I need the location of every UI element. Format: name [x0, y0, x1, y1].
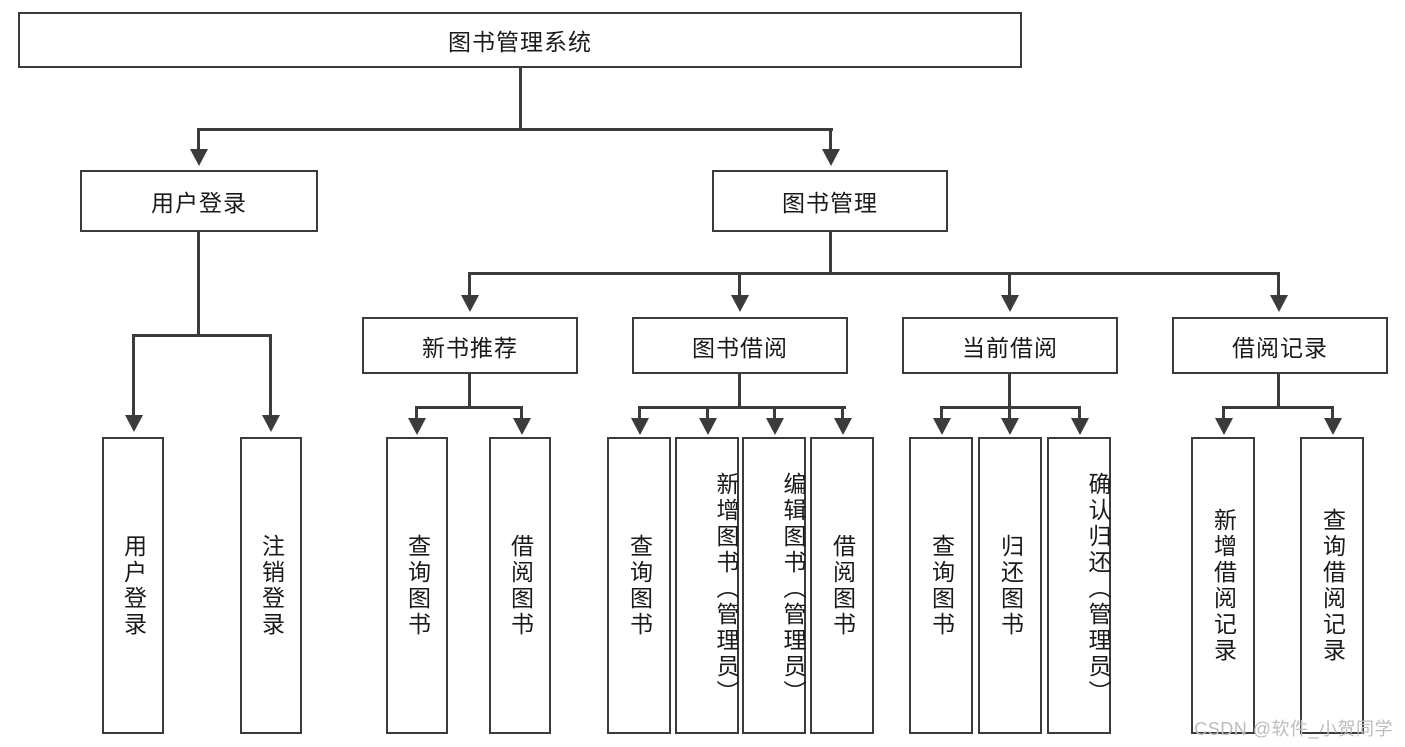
edge-borrow-record-to-leaf-2 [1331, 406, 1334, 419]
edge-current-borrow-to-leaf-1 [940, 406, 943, 419]
arrow-book-borrow-to-leaf-3 [766, 418, 784, 435]
edge-book-management-to-l3-2 [738, 272, 741, 296]
edge-current-borrow-to-leaf-3 [1078, 406, 1081, 419]
node-current-borrow[interactable]: 当前借阅 [902, 317, 1118, 374]
edge-book-borrow-to-leaf-1 [638, 406, 641, 419]
node-label: 图书管理系统 [448, 29, 592, 55]
leaf-user-login-login[interactable]: 用户登录 [102, 437, 164, 734]
node-label: 用户登录 [151, 190, 247, 216]
edge-book-management-to-l3-3 [1008, 272, 1011, 296]
edge-borrow-record-stem [1277, 374, 1280, 408]
arrow-borrow-record-to-leaf-1 [1215, 418, 1233, 435]
arrow-current-borrow-to-leaf-3 [1071, 418, 1089, 435]
edge-new-book-recommend-to-leaf-1 [415, 406, 418, 419]
edge-book-borrow-to-leaf-2 [706, 406, 709, 419]
node-label: 新增图书（管理员） [713, 471, 739, 706]
node-label: 确认归还（管理员） [1085, 471, 1111, 706]
node-label: 归还图书 [997, 533, 1024, 638]
edge-book-management-stem [829, 232, 832, 274]
leaf-user-login-logout[interactable]: 注销登录 [240, 437, 302, 734]
node-label: 图书管理 [782, 190, 878, 216]
arrow-borrow-record-to-leaf-2 [1324, 418, 1342, 435]
node-label: 图书借阅 [692, 334, 788, 361]
edge-root-bus [197, 128, 833, 131]
node-book-borrow[interactable]: 图书借阅 [632, 317, 848, 374]
node-label: 新增借阅记录 [1210, 507, 1237, 664]
edge-book-management-to-l3-4 [1277, 272, 1280, 296]
leaf-new-book-query-book[interactable]: 查询图书 [386, 437, 448, 734]
node-label: 查询图书 [626, 533, 653, 638]
arrow-root-to-book-management [822, 149, 840, 166]
edge-book-borrow-to-leaf-4 [841, 406, 844, 419]
node-new-book-recommend[interactable]: 新书推荐 [362, 317, 578, 374]
edge-book-borrow-bus [638, 406, 846, 409]
edge-borrow-record-bus [1222, 406, 1334, 409]
edge-root-to-user-login [197, 128, 200, 150]
arrow-book-management-to-l3-1 [461, 295, 479, 312]
edge-root-stem [519, 68, 522, 130]
node-label: 当前借阅 [962, 334, 1058, 361]
edge-root-to-book-management [829, 128, 832, 150]
leaf-new-book-borrow-book[interactable]: 借阅图书 [489, 437, 551, 734]
edge-new-book-recommend-to-leaf-2 [520, 406, 523, 419]
arrow-user-login-to-leaf-1 [125, 415, 143, 432]
edge-current-borrow-stem [1008, 374, 1011, 408]
node-label: 借阅图书 [507, 533, 534, 638]
arrow-book-borrow-to-leaf-1 [631, 418, 649, 435]
edge-book-management-to-l3-1 [468, 272, 471, 296]
node-label: 新书推荐 [422, 334, 518, 361]
leaf-borrow-record-add-record[interactable]: 新增借阅记录 [1191, 437, 1255, 734]
leaf-book-borrow-borrow-book[interactable]: 借阅图书 [810, 437, 874, 734]
edge-borrow-record-to-leaf-1 [1222, 406, 1225, 419]
leaf-current-borrow-return-book[interactable]: 归还图书 [978, 437, 1042, 734]
edge-book-borrow-to-leaf-3 [773, 406, 776, 419]
leaf-book-borrow-add-book-admin[interactable]: 新增图书（管理员） [675, 437, 739, 734]
edge-user-login-stem [197, 232, 200, 336]
arrow-book-management-to-l3-3 [1001, 295, 1019, 312]
edge-book-borrow-stem [738, 374, 741, 408]
leaf-book-borrow-edit-book-admin[interactable]: 编辑图书（管理员） [742, 437, 806, 734]
watermark-text: CSDN @软件_小贺同学 [1194, 719, 1393, 739]
node-root-book-management-system[interactable]: 图书管理系统 [18, 12, 1022, 68]
arrow-user-login-to-leaf-2 [262, 415, 280, 432]
node-user-login[interactable]: 用户登录 [80, 170, 318, 232]
node-label: 借阅图书 [829, 533, 856, 638]
leaf-current-borrow-confirm-return-admin[interactable]: 确认归还（管理员） [1047, 437, 1111, 734]
node-label: 注销登录 [258, 533, 285, 638]
arrow-book-borrow-to-leaf-2 [699, 418, 717, 435]
edge-new-book-recommend-bus [415, 406, 523, 409]
arrow-current-borrow-to-leaf-1 [933, 418, 951, 435]
node-borrow-record[interactable]: 借阅记录 [1172, 317, 1388, 374]
arrow-book-management-to-l3-4 [1270, 295, 1288, 312]
arrow-book-management-to-l3-2 [731, 295, 749, 312]
arrow-new-book-recommend-to-leaf-2 [513, 418, 531, 435]
edge-user-login-bus [132, 334, 272, 337]
node-label: 查询图书 [404, 533, 431, 638]
leaf-current-borrow-query-book[interactable]: 查询图书 [909, 437, 973, 734]
leaf-borrow-record-query-record[interactable]: 查询借阅记录 [1300, 437, 1364, 734]
node-label: 查询借阅记录 [1319, 507, 1346, 664]
edge-book-management-bus [468, 272, 1280, 275]
edge-user-login-to-leaf-1 [132, 334, 135, 416]
arrow-book-borrow-to-leaf-4 [834, 418, 852, 435]
node-book-management[interactable]: 图书管理 [712, 170, 948, 232]
node-label: 借阅记录 [1232, 334, 1328, 361]
edge-new-book-recommend-stem [468, 374, 471, 408]
arrow-new-book-recommend-to-leaf-1 [408, 418, 426, 435]
edge-current-borrow-to-leaf-2 [1008, 406, 1011, 419]
node-label: 编辑图书（管理员） [780, 471, 806, 706]
edge-user-login-to-leaf-2 [269, 334, 272, 416]
node-label: 用户登录 [120, 533, 147, 638]
leaf-book-borrow-query-book[interactable]: 查询图书 [607, 437, 671, 734]
arrow-root-to-user-login [190, 149, 208, 166]
node-label: 查询图书 [928, 533, 955, 638]
arrow-current-borrow-to-leaf-2 [1001, 418, 1019, 435]
